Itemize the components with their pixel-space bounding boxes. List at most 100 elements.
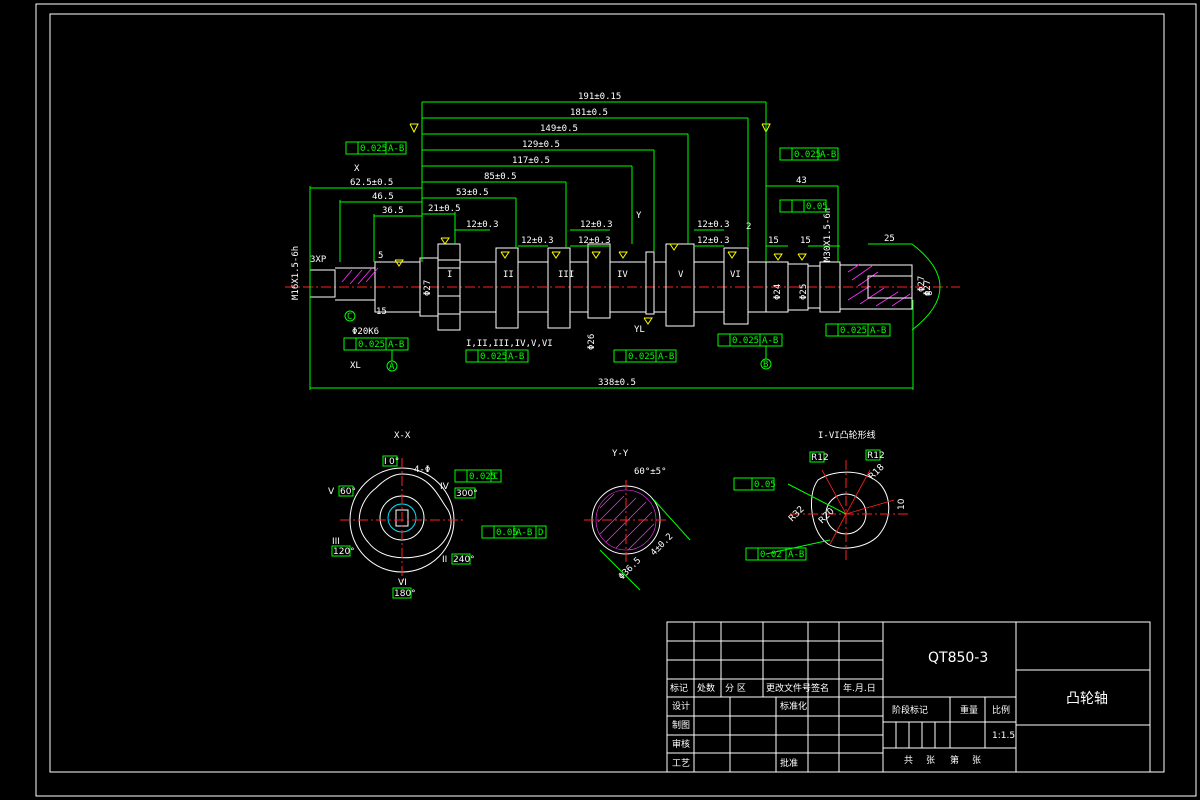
svg-text:阶段标记: 阶段标记	[892, 704, 928, 716]
svg-text:180°: 180°	[394, 589, 416, 599]
svg-text:12±0.3: 12±0.3	[578, 236, 611, 246]
svg-text:12±0.3: 12±0.3	[580, 220, 613, 230]
roughness-symbols	[394, 123, 807, 325]
svg-text:21±0.5: 21±0.5	[428, 204, 461, 214]
svg-text:0°: 0°	[389, 457, 399, 467]
svg-text:191±0.15: 191±0.15	[578, 92, 621, 102]
svg-text:比例: 比例	[992, 704, 1010, 716]
svg-text:120°: 120°	[333, 547, 355, 557]
part-name-label: 凸轮轴	[1066, 691, 1108, 707]
svg-text:年.月.日: 年.月.日	[843, 682, 876, 694]
svg-text:X: X	[354, 164, 360, 174]
svg-text:15: 15	[768, 236, 779, 246]
svg-text:15: 15	[800, 236, 811, 246]
svg-text:A-B: A-B	[388, 144, 404, 154]
svg-text:Φ24: Φ24	[773, 284, 783, 300]
svg-text:117±0.5: 117±0.5	[512, 156, 550, 166]
inner-border	[49, 13, 1165, 773]
bore-hatch	[847, 263, 911, 307]
svg-text:VI: VI	[398, 578, 407, 588]
svg-text:300°: 300°	[456, 489, 478, 499]
svg-text:Φ26: Φ26	[587, 334, 597, 350]
svg-text:Φ25: Φ25	[799, 284, 809, 300]
svg-text:M30X1.5-6h: M30X1.5-6h	[823, 208, 833, 262]
svg-text:12±0.3: 12±0.3	[697, 236, 730, 246]
svg-text:第: 第	[950, 754, 959, 766]
svg-text:处数: 处数	[697, 682, 715, 694]
svg-text:0.025: 0.025	[360, 144, 387, 154]
svg-text:Φ27: Φ27	[923, 280, 933, 296]
svg-text:338±0.5: 338±0.5	[598, 378, 636, 388]
svg-text:设计: 设计	[672, 700, 690, 712]
shaft-main-view: I II III IV V VI	[285, 123, 960, 331]
svg-text:YL: YL	[634, 325, 645, 335]
svg-text:批准: 批准	[780, 757, 798, 769]
dimension-lines	[309, 101, 941, 390]
tolerance-frames: 0.025 A-B 0.025 A-B 0.025 A-B 0.025 A-B …	[343, 141, 891, 363]
svg-text:43: 43	[796, 176, 807, 186]
svg-text:4-Φ: 4-Φ	[414, 465, 430, 475]
svg-text:0.025: 0.025	[469, 472, 496, 482]
svg-text:15: 15	[376, 307, 387, 317]
svg-text:工艺: 工艺	[672, 758, 690, 769]
svg-text:0.05: 0.05	[806, 202, 828, 212]
svg-text:Y-Y: Y-Y	[612, 449, 629, 459]
dimension-texts: 191±0.15 181±0.5 149±0.5 129±0.5 117±0.5…	[291, 92, 935, 388]
svg-text:Φ36.5: Φ36.5	[617, 556, 643, 582]
svg-text:0.05: 0.05	[754, 480, 776, 490]
svg-text:D: D	[538, 528, 543, 538]
svg-text:A-B: A-B	[516, 528, 532, 538]
svg-text:A-B: A-B	[788, 550, 804, 560]
cam-label-5: V	[678, 270, 684, 280]
svg-text:A-B: A-B	[870, 326, 886, 336]
svg-text:0.025: 0.025	[794, 150, 821, 160]
svg-text:I-VI凸轮形线: I-VI凸轮形线	[818, 429, 876, 441]
svg-text:2: 2	[746, 222, 751, 232]
svg-text:85±0.5: 85±0.5	[484, 172, 517, 182]
svg-text:0.025: 0.025	[480, 352, 507, 362]
svg-text:A-B: A-B	[658, 352, 674, 362]
svg-text:36.5: 36.5	[382, 206, 404, 216]
svg-text:12±0.3: 12±0.3	[697, 220, 730, 230]
svg-text:R18: R18	[867, 462, 887, 482]
svg-text:重量: 重量	[960, 704, 978, 716]
svg-text:62.5±0.5: 62.5±0.5	[350, 178, 393, 188]
svg-text:0.025: 0.025	[840, 326, 867, 336]
svg-text:0.05: 0.05	[496, 528, 518, 538]
svg-text:0.025: 0.025	[628, 352, 655, 362]
svg-text:Φ27: Φ27	[917, 276, 927, 292]
svg-text:129±0.5: 129±0.5	[522, 140, 560, 150]
svg-text:0.025: 0.025	[732, 336, 759, 346]
svg-text:R32: R32	[787, 505, 807, 525]
svg-text:0.02: 0.02	[760, 550, 782, 560]
svg-text:46.5: 46.5	[372, 192, 394, 202]
svg-text:A-B: A-B	[388, 340, 404, 350]
svg-text:XL: XL	[350, 361, 361, 371]
outer-border	[35, 3, 1197, 797]
svg-text:IV: IV	[440, 482, 450, 492]
svg-text:分 区: 分 区	[725, 683, 746, 694]
svg-text:I,II,III,IV,V,VI: I,II,III,IV,V,VI	[466, 339, 553, 349]
svg-text:5: 5	[378, 251, 383, 261]
svg-text:60°: 60°	[340, 487, 356, 497]
svg-text:0.025: 0.025	[358, 340, 385, 350]
svg-text:张: 张	[926, 755, 935, 766]
svg-text:张: 张	[972, 755, 981, 766]
title-block: QT850-3 凸轮轴 标记 处数 分 区 更改文件号 签名 年.月.日 设计 …	[666, 621, 1151, 773]
cam-label-4: IV	[617, 270, 628, 280]
svg-text:X-X: X-X	[394, 431, 411, 441]
svg-text:3XP: 3XP	[310, 255, 327, 265]
cam-label-6: VI	[730, 270, 741, 280]
svg-text:Φ27: Φ27	[423, 280, 433, 296]
svg-text:M16X1.5-6h: M16X1.5-6h	[291, 246, 301, 300]
material-label: QT850-3	[928, 650, 988, 666]
svg-text:共: 共	[904, 755, 913, 766]
svg-text:12±0.3: 12±0.3	[466, 220, 499, 230]
svg-text:标记: 标记	[670, 682, 688, 694]
section-cam-profile: I-VI凸轮形线 R12 R12 R18 R20 R32 10 0.05 0.0…	[733, 429, 910, 561]
svg-text:25: 25	[884, 234, 895, 244]
svg-text:R12: R12	[867, 451, 885, 461]
svg-text:10: 10	[897, 498, 907, 510]
